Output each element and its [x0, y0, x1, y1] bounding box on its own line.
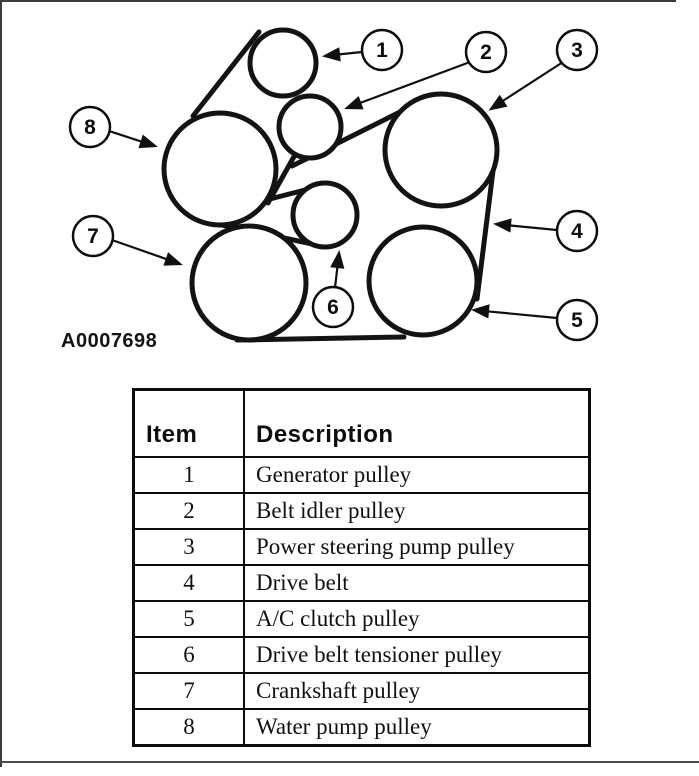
drive-belt-tensioner-pulley-circle — [290, 180, 360, 250]
table-row: 5 A/C clutch pulley — [132, 600, 591, 638]
column-header-description: Description — [243, 388, 591, 458]
description-cell: Drive belt — [243, 564, 591, 602]
table-row: 8 Water pump pulley — [132, 708, 591, 747]
description-cell: Belt idler pulley — [243, 492, 591, 530]
callout-7-arrow — [111, 238, 183, 266]
item-cell: 2 — [132, 492, 245, 530]
drive-belt-segment — [474, 160, 497, 302]
table-header-row: Item Description — [132, 388, 591, 458]
callout-5-arrow — [471, 304, 558, 320]
callout-6-label: 6 — [327, 296, 339, 319]
figure-part-number: A0007698 — [61, 330, 157, 352]
callout-3-arrow — [488, 61, 564, 111]
callout-5-label: 5 — [571, 309, 583, 332]
description-cell: Generator pulley — [243, 456, 591, 494]
callout-2-arrow — [344, 60, 471, 110]
callout-8-arrow — [108, 129, 158, 149]
callout-6-circle — [311, 285, 355, 329]
description-cell: Crankshaft pulley — [243, 672, 591, 710]
table-row: 1 Generator pulley — [132, 456, 591, 494]
page-bottom-divider — [0, 761, 699, 763]
callout-1-circle — [360, 28, 404, 72]
callout-7-label: 7 — [87, 225, 99, 248]
callout-8-circle — [68, 105, 112, 149]
generator-pulley-circle — [247, 27, 319, 99]
callout-4-arrow — [493, 218, 558, 233]
callout-7-circle — [71, 214, 115, 258]
belt-idler-pulley-circle — [276, 93, 344, 161]
callout-1-label: 1 — [376, 39, 388, 62]
callout-4-label: 4 — [571, 220, 583, 243]
description-cell: Power steering pump pulley — [243, 528, 591, 566]
description-cell: Drive belt tensioner pulley — [243, 636, 591, 674]
power-steering-pump-pulley-circle — [382, 91, 500, 209]
item-cell: 8 — [132, 708, 245, 747]
crankshaft-pulley-circle — [189, 223, 309, 343]
callout-8-label: 8 — [84, 116, 96, 139]
callout-3-circle — [555, 28, 599, 72]
description-cell: Water pump pulley — [243, 708, 591, 747]
belt-segment-waterpump-idler — [265, 150, 299, 206]
item-cell: 5 — [132, 600, 245, 638]
table-row: 7 Crankshaft pulley — [132, 672, 591, 710]
callout-4-circle — [555, 209, 599, 253]
description-cell: A/C clutch pulley — [243, 600, 591, 638]
column-header-item: Item — [132, 388, 245, 458]
table-row: 2 Belt idler pulley — [132, 492, 591, 530]
callout-2-label: 2 — [480, 41, 492, 64]
belt-routing-diagram: 1 2 3 4 5 6 7 8 A0007698 — [61, 27, 599, 352]
belt-segment-waterpump-generator — [190, 29, 262, 119]
callout-5-circle — [555, 298, 599, 342]
page-left-border — [0, 0, 2, 767]
water-pump-pulley-circle — [161, 110, 279, 228]
table-row: 3 Power steering pump pulley — [132, 528, 591, 566]
callout-6-arrow — [330, 250, 345, 289]
item-cell: 7 — [132, 672, 245, 710]
belt-segment-waterpump-tensioner-top — [263, 187, 308, 203]
table-row: 4 Drive belt — [132, 564, 591, 602]
item-cell: 3 — [132, 528, 245, 566]
ac-clutch-pulley-circle — [366, 224, 480, 338]
item-cell: 6 — [132, 636, 245, 674]
callout-2-circle — [464, 30, 508, 74]
item-cell: 4 — [132, 564, 245, 602]
callout-1-arrow — [322, 47, 363, 62]
page-top-border — [0, 0, 676, 2]
table-row: 6 Drive belt tensioner pulley — [132, 636, 591, 674]
legend-table: Item Description 1 Generator pulley 2 Be… — [132, 388, 591, 747]
item-cell: 1 — [132, 456, 245, 494]
callout-3-label: 3 — [571, 39, 583, 62]
